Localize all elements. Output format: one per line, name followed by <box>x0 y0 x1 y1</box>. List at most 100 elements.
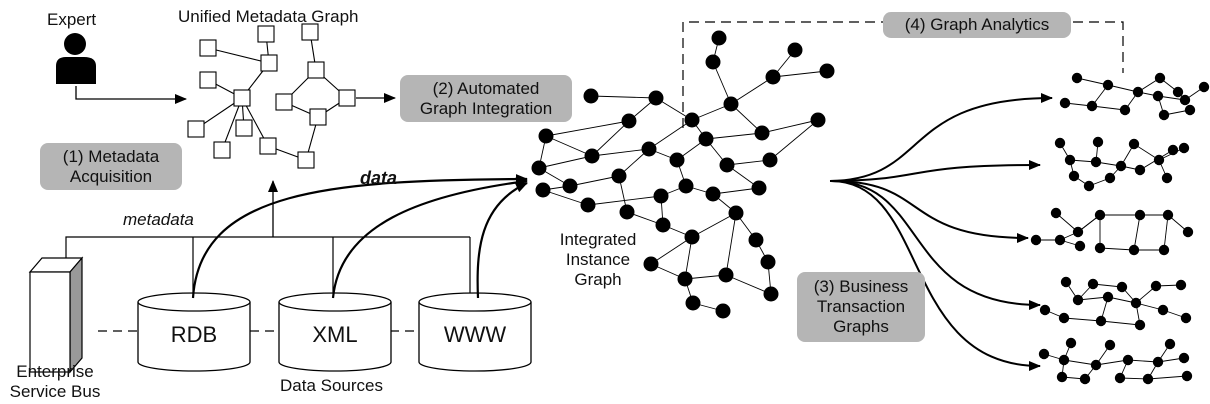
instance-node <box>705 186 721 202</box>
business-graph-nodes <box>1030 72 1210 385</box>
business-graph-node <box>1068 170 1080 182</box>
business-graph-node <box>1094 242 1106 254</box>
business-graph-node <box>1157 304 1169 316</box>
metadata-bus <box>65 236 471 295</box>
metadata-node <box>275 93 293 111</box>
instance-node <box>583 88 599 104</box>
instance-node <box>538 128 554 144</box>
instance-edge <box>591 120 630 157</box>
business-graph-edge <box>1063 359 1097 366</box>
business-graph-node <box>1060 276 1072 288</box>
business-graph-node <box>1179 94 1191 106</box>
business-graph-node <box>1054 234 1066 246</box>
instance-edge <box>730 76 774 105</box>
step-graph-analytics: (4) Graph Analytics <box>883 12 1071 38</box>
instance-edge <box>590 95 657 99</box>
business-graph-node <box>1122 354 1134 366</box>
business-graph-node <box>1184 104 1196 116</box>
business-graph-node <box>1162 209 1174 221</box>
business-graph-node <box>1087 278 1099 290</box>
business-graph-node <box>1128 138 1140 150</box>
business-graph-node <box>1058 354 1070 366</box>
business-graph-node <box>1134 209 1146 221</box>
database-cylinder-icon <box>418 292 532 372</box>
business-graph-node <box>1167 144 1179 156</box>
instance-node <box>562 178 578 194</box>
metadata-node <box>338 89 356 107</box>
business-graph-node <box>1064 154 1076 166</box>
instance-node <box>762 152 778 168</box>
instance-node <box>535 182 551 198</box>
instance-edge <box>761 119 819 134</box>
instance-edge <box>545 120 630 137</box>
business-graph-node <box>1116 281 1128 293</box>
instance-node <box>718 267 734 283</box>
business-graph-node <box>1152 356 1164 368</box>
business-graph-node <box>1164 338 1176 350</box>
business-graph-edges <box>1036 77 1205 380</box>
xml-label: XML <box>312 322 358 347</box>
business-graph-node <box>1178 352 1190 364</box>
enterprise-service-bus-server-icon <box>28 256 84 374</box>
database-cylinder-icon <box>278 292 392 372</box>
instance-node <box>611 168 627 184</box>
instance-node <box>684 112 700 128</box>
instance-node <box>763 286 779 302</box>
business-graph-node <box>1142 373 1154 385</box>
metadata-node <box>233 89 251 107</box>
metadata-node <box>309 108 327 126</box>
instance-node <box>580 197 596 213</box>
instance-edge <box>691 212 737 238</box>
business-graph-arrow <box>829 179 1029 243</box>
business-graph-arrow <box>829 93 1053 182</box>
business-graph-edge <box>1100 320 1141 326</box>
business-graph-node <box>1154 72 1166 84</box>
business-graph-node <box>1050 207 1062 219</box>
business-graph-edge <box>1147 375 1188 380</box>
integrated-instance-graph-label: Integrated Instance Graph <box>559 230 637 289</box>
metadata-edge <box>221 97 243 151</box>
metadata-node <box>257 25 275 43</box>
business-graph-node <box>1152 90 1164 102</box>
www-label: WWW <box>443 322 507 347</box>
business-graph-node <box>1182 226 1194 238</box>
metadata-node <box>235 119 253 137</box>
business-graph-node <box>1115 160 1127 172</box>
business-graph-node <box>1038 348 1050 360</box>
expert-to-metadata-arrow <box>75 86 187 104</box>
business-graph-node <box>1134 164 1146 176</box>
instance-edge <box>725 212 737 276</box>
business-graph-node <box>1153 154 1165 166</box>
metadata-graph-nodes <box>187 23 356 169</box>
business-graph-node <box>1030 234 1042 246</box>
business-graph-node <box>1175 279 1187 291</box>
business-graph-node <box>1114 372 1126 384</box>
business-graph-node <box>1058 312 1070 324</box>
business-graph-node <box>1178 142 1190 154</box>
business-graph-edge <box>1133 214 1141 251</box>
instance-edge <box>650 236 693 265</box>
instance-node <box>643 256 659 272</box>
instance-node <box>748 232 764 248</box>
business-graph-node <box>1092 136 1104 148</box>
instance-edge <box>712 187 760 195</box>
instance-node <box>619 204 635 220</box>
business-graph-edge <box>1099 247 1135 251</box>
business-graph-node <box>1132 86 1144 98</box>
business-graph-node <box>1180 312 1192 324</box>
business-graph-node <box>1102 291 1114 303</box>
business-graph-arrows <box>829 93 1053 371</box>
instance-node <box>648 90 664 106</box>
metadata-node <box>307 61 325 79</box>
instance-edge <box>545 135 593 157</box>
unified-metadata-graph-label: Unified Metadata Graph <box>178 7 359 26</box>
instance-node <box>787 42 803 58</box>
instance-edge <box>538 155 593 169</box>
business-graph-node <box>1150 280 1162 292</box>
instance-node <box>653 188 669 204</box>
step-metadata-acquisition: (1) Metadata Acquisition <box>40 143 182 190</box>
metadata-node <box>259 137 277 155</box>
instance-node <box>719 157 735 173</box>
instance-edge <box>648 119 693 150</box>
